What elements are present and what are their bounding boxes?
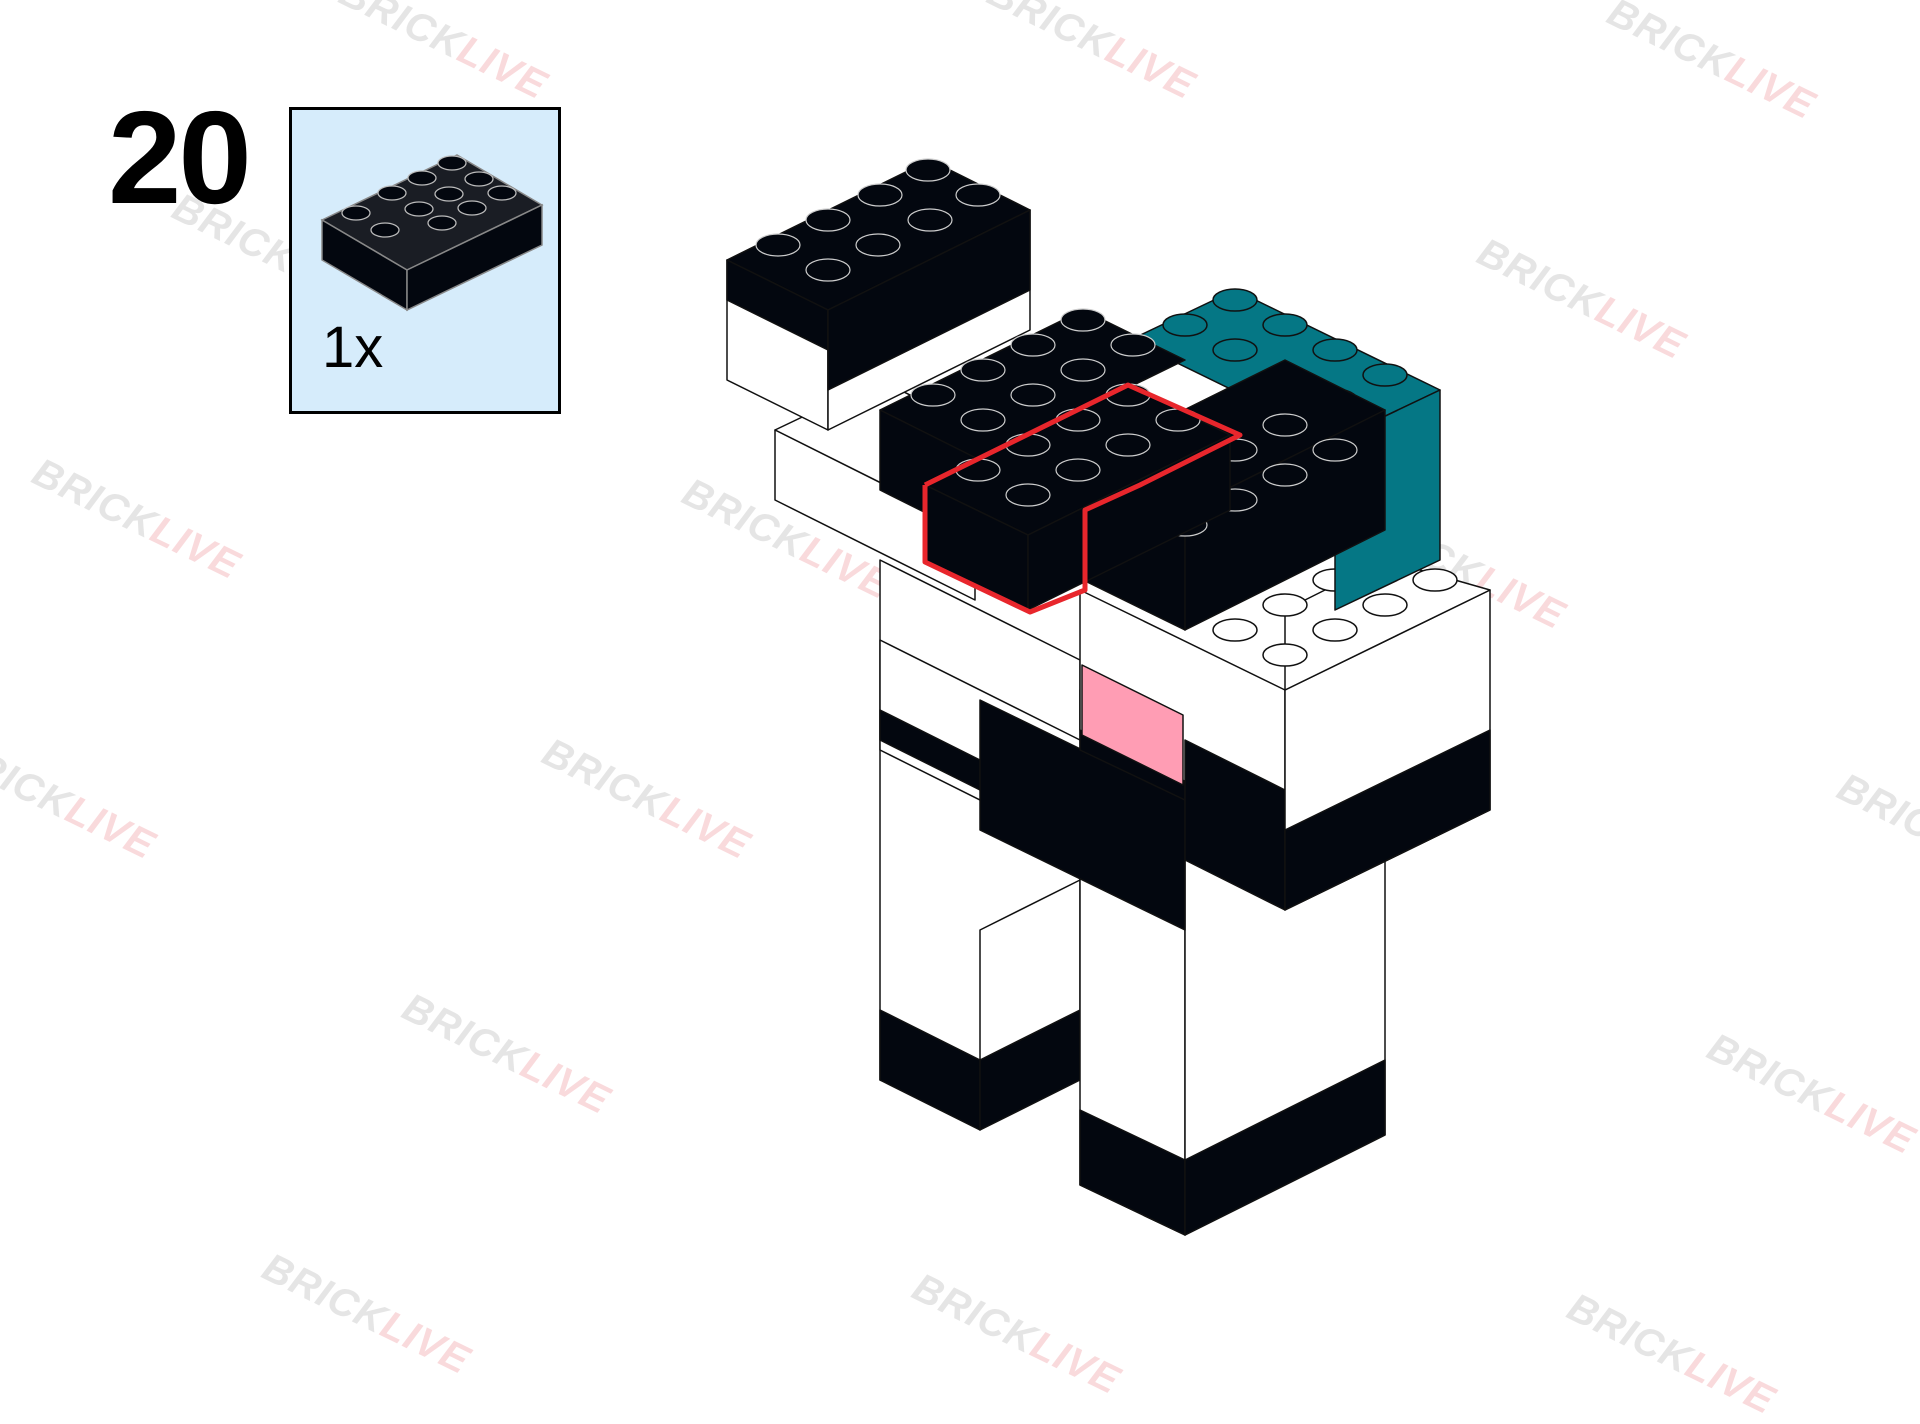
step-number: 20 [108, 84, 252, 231]
brick-2x4-icon [320, 154, 544, 312]
panda-brick-model-icon [726, 158, 1491, 1236]
parts-callout: 1x [289, 107, 561, 414]
parts-quantity: 1x [322, 315, 384, 380]
